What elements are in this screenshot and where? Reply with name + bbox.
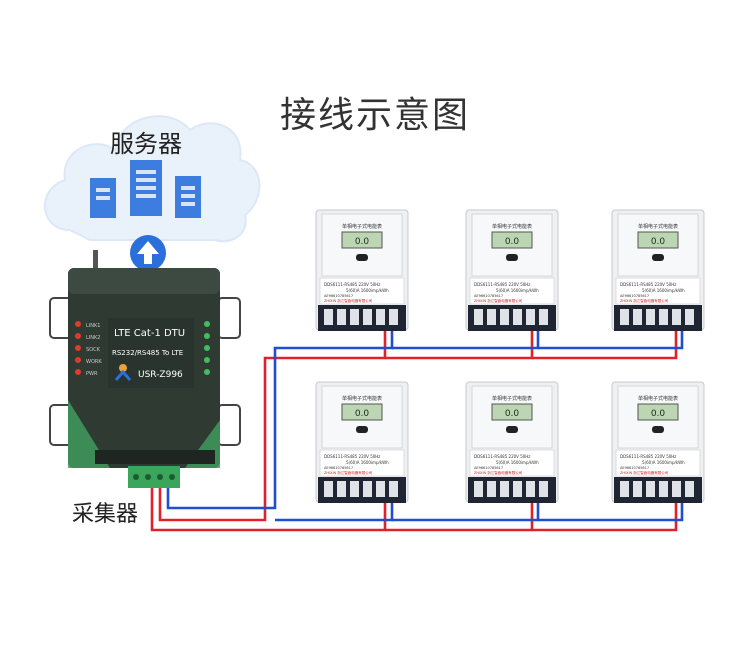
lcd-display (491, 231, 533, 249)
led-label: LINK2 (86, 335, 100, 341)
lcd-reading: 0.0 (355, 237, 370, 247)
red-wire-top (385, 330, 534, 360)
meter-model-text: DDS6111-RS485 220V 50Hz (620, 454, 676, 459)
blue-wire-bottom (275, 502, 394, 522)
meter-serial-text: AE96610785617 (474, 466, 503, 470)
lcd-display (637, 403, 679, 421)
meter-brand-text: ZHIXIN 浙江智鑫电器有限公司 (620, 470, 669, 475)
meter-serial-text: AE96610785617 (474, 294, 503, 298)
led-label: LINK1 (86, 323, 100, 329)
meter-model-text: DDS6111-RS485 220V 50Hz (324, 454, 380, 459)
collector-label: 采集器 (72, 502, 139, 527)
meter-model-text: DDS6111-RS485 220V 50Hz (620, 282, 676, 287)
red-wire-bottom (150, 488, 387, 532)
lcd-display (341, 403, 383, 421)
meter-serial-text: AE96610785617 (620, 466, 649, 470)
meter-header: 单相电子式电能表 (492, 395, 532, 402)
red-wire-top (158, 330, 387, 522)
meter-header: 单相电子式电能表 (342, 395, 382, 402)
lcd-display (341, 231, 383, 249)
meter-header: 单相电子式电能表 (342, 223, 382, 230)
lcd-display (491, 403, 533, 421)
server-icon (90, 160, 201, 218)
meter-spec-text: 5(60)A 1600imp/kWh (496, 460, 539, 465)
blue-wire-top (392, 330, 540, 350)
meter-serial-text: AE96610785617 (324, 466, 353, 470)
red-wire-bottom (385, 502, 534, 532)
red-wire-top (532, 330, 678, 360)
blue-wire-top (166, 330, 394, 510)
meter-serial-text: AE96610785617 (324, 294, 353, 298)
led-label: PWR (86, 371, 98, 377)
lcd-reading: 0.0 (505, 237, 520, 247)
dtu-model-line2: RS232/RS485 To LTE (112, 349, 183, 357)
meter-brand-text: ZHIXIN 浙江智鑫电器有限公司 (324, 470, 373, 475)
lcd-reading: 0.0 (651, 409, 666, 419)
meter-header: 单相电子式电能表 (638, 395, 678, 402)
red-wire-bottom (532, 502, 678, 532)
lcd-reading: 0.0 (355, 409, 370, 419)
dtu-model-line1: LTE Cat-1 DTU (114, 328, 185, 339)
dtu-device: LINK1 LINK2 SOCK WORK PWR LTE Cat-1 DTU … (49, 250, 241, 488)
meter-model-text: DDS6111-RS485 220V 50Hz (474, 282, 530, 287)
blue-wire-bottom (392, 502, 540, 522)
led-label: WORK (86, 359, 102, 365)
meter-spec-text: 5(60)A 1600imp/kWh (496, 288, 539, 293)
lcd-reading: 0.0 (651, 237, 666, 247)
dtu-model-line3: USR-Z996 (138, 370, 183, 380)
diagram-title: 接线示意图 (279, 95, 470, 136)
led-label: SOCK (86, 347, 101, 353)
meter-spec-text: 5(60)A 1600imp/kWh (642, 288, 685, 293)
server-label: 服务器 (110, 130, 182, 158)
meter-model-text: DDS6111-RS485 220V 50Hz (474, 454, 530, 459)
meter-brand-text: ZHIXIN 浙江智鑫电器有限公司 (620, 298, 669, 303)
meter-model-text: DDS6111-RS485 220V 50Hz (324, 282, 380, 287)
upload-arrow-icon (130, 235, 166, 271)
meter-brand-text: ZHIXIN 浙江智鑫电器有限公司 (474, 470, 523, 475)
lcd-display (637, 231, 679, 249)
lcd-reading: 0.0 (505, 409, 520, 419)
blue-wire-bottom (538, 502, 684, 522)
meter-spec-text: 5(60)A 1600imp/kWh (346, 288, 389, 293)
meter-spec-text: 5(60)A 1600imp/kWh (642, 460, 685, 465)
meter-header: 单相电子式电能表 (638, 223, 678, 230)
meter-brand-text: ZHIXIN 浙江智鑫电器有限公司 (324, 298, 373, 303)
wires (150, 330, 684, 532)
meter-header: 单相电子式电能表 (492, 223, 532, 230)
blue-wire-top (538, 330, 684, 350)
meter-serial-text: AE96610785617 (620, 294, 649, 298)
meter-spec-text: 5(60)A 1600imp/kWh (346, 460, 389, 465)
meter-brand-text: ZHIXIN 浙江智鑫电器有限公司 (474, 298, 523, 303)
